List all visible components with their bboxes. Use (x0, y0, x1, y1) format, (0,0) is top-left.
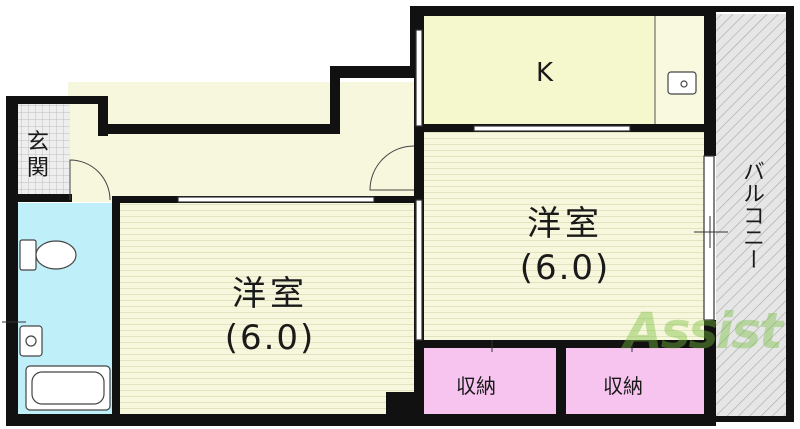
western-room-left-floor (120, 203, 416, 415)
bathtub-icon (25, 365, 111, 411)
sliding-doors (177, 29, 715, 341)
toilet-icon (19, 239, 77, 271)
door-swings (69, 145, 415, 201)
balcony-floor (716, 14, 786, 416)
storage-left-label: 収納 (456, 374, 496, 398)
storage-left-floor (424, 347, 556, 415)
western-room-left-name: 洋室 (232, 274, 308, 314)
balcony-label: バルコニー (739, 160, 764, 270)
western-room-right-floor (424, 132, 710, 346)
storage-right-floor (566, 347, 706, 415)
kitchen-label: K (536, 58, 554, 88)
sink-icon (667, 71, 697, 95)
assist-logo-watermark: Assist (624, 302, 783, 360)
sink-counter (654, 13, 708, 129)
hallway-floor (68, 82, 418, 202)
western-room-right-name: 洋室 (527, 204, 603, 244)
entrance-floor (12, 102, 70, 196)
western-room-right-size: (6.0) (519, 248, 611, 288)
washbasin-icon (19, 325, 43, 357)
western-room-left-size: (6.0) (224, 318, 316, 358)
entrance-label: 玄関 (26, 130, 49, 181)
storage-right-label: 収納 (603, 374, 643, 398)
wall-markers (2, 216, 728, 352)
